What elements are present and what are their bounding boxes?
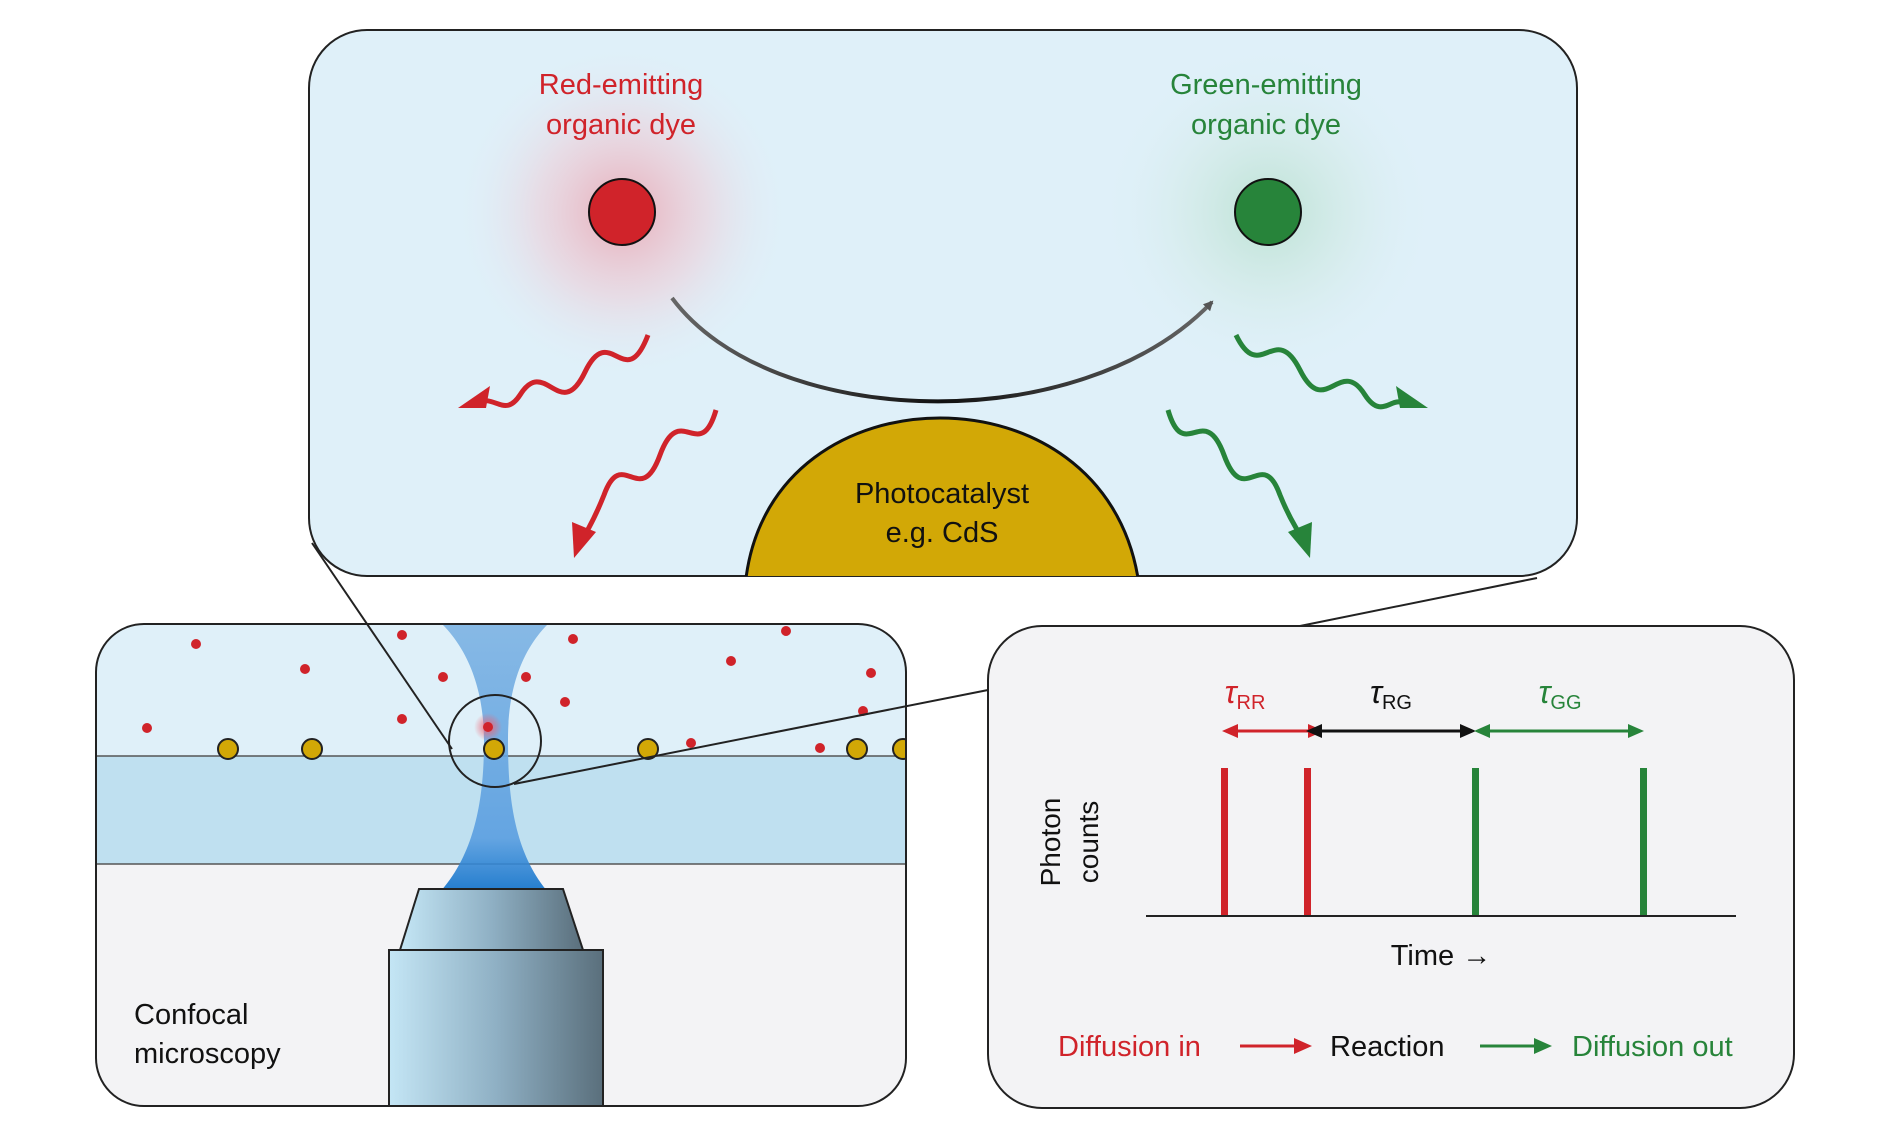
tau-gg-interval-arrow bbox=[1474, 724, 1644, 738]
objective-lens-cap bbox=[398, 888, 585, 951]
green-dye-label-line2: organic dye bbox=[1191, 109, 1341, 141]
photon-trace-panel: τRR τRG τGG Photon counts Time → bbox=[987, 625, 1795, 1109]
y-axis-label-line1: Photon bbox=[1035, 798, 1066, 887]
tau-rg-label: τRG bbox=[1370, 674, 1412, 714]
red-dye-label-line2: organic dye bbox=[546, 109, 696, 141]
zoom-line-to-trace bbox=[513, 689, 989, 785]
reaction-conversion-arrow bbox=[670, 296, 1214, 404]
objective-lens-body bbox=[388, 949, 604, 1106]
zoom-region-circle bbox=[448, 694, 542, 788]
microscope-label-line2: microscopy bbox=[134, 1038, 281, 1070]
photocatalyst-particle bbox=[744, 416, 1140, 576]
confocal-microscope-panel: Confocal microscopy bbox=[95, 623, 907, 1107]
green-dye-molecule bbox=[1234, 178, 1302, 246]
red-dye-molecules bbox=[142, 626, 876, 753]
legend-diffusion-out: Diffusion out bbox=[1572, 1031, 1733, 1063]
red-emission-photon-1 bbox=[458, 334, 651, 408]
red-dye-label-line1: Red-emitting bbox=[539, 69, 703, 101]
green-photon-burst-1 bbox=[1472, 768, 1479, 915]
green-emission-photon-1 bbox=[1233, 333, 1428, 410]
photocatalyst-label-line1: Photocatalyst bbox=[855, 478, 1029, 510]
tau-rr-label: τRR bbox=[1225, 674, 1266, 714]
zoom-line-to-scheme bbox=[311, 542, 453, 750]
green-emission-photon-2 bbox=[1165, 409, 1312, 558]
legend-green-arrow bbox=[1480, 1038, 1552, 1054]
red-emission-photon-2 bbox=[572, 409, 719, 558]
microscope-label-line1: Confocal bbox=[134, 999, 248, 1031]
reaction-scheme-panel: Red-emitting organic dye Green-emitting … bbox=[308, 29, 1578, 577]
x-axis-label: Time → bbox=[1391, 940, 1491, 972]
green-dye-label-line1: Green-emitting bbox=[1170, 69, 1362, 101]
red-photon-burst-2 bbox=[1304, 768, 1311, 915]
legend-diffusion-in: Diffusion in bbox=[1058, 1031, 1201, 1063]
tau-gg-label: τGG bbox=[1538, 674, 1581, 714]
legend-red-arrow bbox=[1240, 1038, 1312, 1054]
photocatalyst-label-line2: e.g. CdS bbox=[886, 517, 999, 549]
photocatalyst-particles bbox=[217, 738, 906, 760]
red-photon-burst-1 bbox=[1221, 768, 1228, 915]
scheme-to-trace-line bbox=[1299, 577, 1538, 627]
green-photon-burst-2 bbox=[1640, 768, 1647, 915]
red-dye-molecule bbox=[588, 178, 656, 246]
legend-reaction: Reaction bbox=[1330, 1031, 1444, 1063]
y-axis-label-line2: counts bbox=[1073, 801, 1104, 884]
tau-rg-interval-arrow bbox=[1306, 724, 1476, 738]
